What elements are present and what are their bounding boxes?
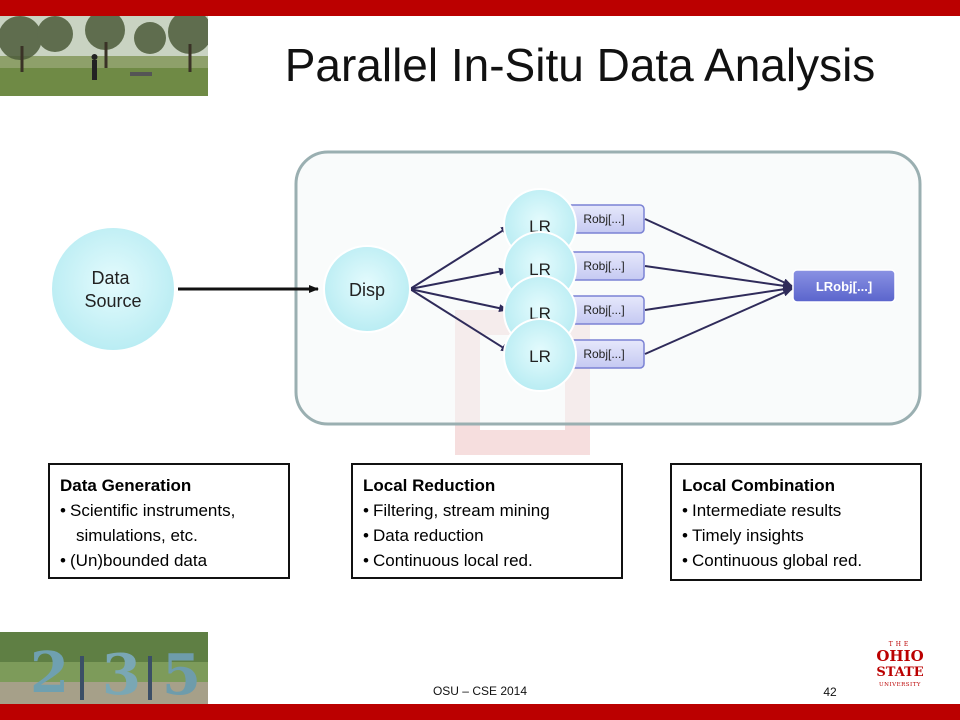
local-reduction-box: Local Reduction Filtering, stream mining… [351, 463, 623, 579]
robj-label-4: Robj[...] [583, 347, 624, 361]
combine-arrow-4 [644, 288, 793, 355]
reducer-label-2: LR [529, 260, 551, 279]
local-combination-item: Timely insights [682, 523, 910, 548]
data-generation-item: (Un)bounded data [60, 548, 278, 573]
reducer-label-4: LR [529, 347, 551, 366]
local-reduction-item: Data reduction [363, 523, 611, 548]
data-source-label-line-2: Source [84, 291, 141, 311]
reducer-label-1: LR [529, 217, 551, 236]
footer-text: OSU – CSE 2014 [432, 684, 528, 698]
data-source-label-line-1: Data [91, 268, 130, 288]
dispatcher-node: Disp [323, 245, 411, 333]
logo-line-university: UNIVERSITY [879, 682, 921, 688]
local-combination-item: Intermediate results [682, 498, 910, 523]
robj-label-3: Robj[...] [583, 303, 624, 317]
photo-digit-two: 2 [30, 640, 69, 704]
data-generation-item-continuation: simulations, etc. [76, 526, 198, 545]
data-generation-item: Scientific instruments, simulations, etc… [60, 498, 278, 548]
data-source-node: Data Source [50, 226, 176, 352]
campus-photo-top [0, 16, 208, 96]
local-reduction-item: Filtering, stream mining [363, 498, 611, 523]
local-combination-item: Continuous global red. [682, 548, 910, 573]
local-combination-box: Local Combination Intermediate results T… [670, 463, 922, 581]
logo-line-ohio: OHIO [876, 647, 923, 665]
robj-label-2: Robj[...] [583, 259, 624, 273]
combine-arrow-2 [644, 265, 793, 290]
data-generation-box: Data Generation Scientific instruments, … [48, 463, 290, 579]
dispatch-arrow-1 [409, 225, 511, 290]
reducer-label-3: LR [529, 304, 551, 323]
campus-photo-bottom: 2 3 5 [0, 632, 208, 704]
logo-line-the: THE [889, 641, 912, 648]
logo-line-state: STATE [876, 665, 923, 680]
page-number: 42 [823, 685, 837, 699]
photo-digit-three: 3 [102, 642, 141, 704]
data-generation-list: Scientific instruments, simulations, etc… [60, 498, 278, 573]
local-reduction-item: Continuous local red. [363, 548, 611, 573]
combined-object-label: LRobj[...] [816, 279, 872, 294]
data-generation-heading: Data Generation [60, 476, 192, 495]
local-reduction-list: Filtering, stream mining Data reduction … [363, 498, 611, 573]
local-combination-list: Intermediate results Timely insights Con… [682, 498, 910, 573]
dispatcher-label: Disp [349, 280, 385, 300]
dispatch-arrow-2 [409, 267, 509, 290]
dispatch-arrow-3 [409, 288, 509, 313]
photo-digit-five: 5 [162, 642, 201, 704]
top-brand-bar [0, 0, 960, 16]
local-combination-heading: Local Combination [682, 476, 835, 495]
combined-object-box: LRobj[...] [792, 269, 896, 303]
dispatch-arrow-4 [409, 288, 511, 353]
combine-arrow-3 [644, 285, 793, 311]
robj-label-1: Robj[...] [583, 212, 624, 226]
local-reduction-heading: Local Reduction [363, 476, 496, 495]
combine-arrow-1 [644, 218, 793, 287]
reducer-node-4: LR [503, 318, 577, 392]
slide-title: Parallel In-Situ Data Analysis [284, 39, 876, 91]
data-source-label: Data Source [84, 268, 141, 311]
bottom-brand-bar [0, 704, 960, 720]
university-logo: THE OHIO STATE UNIVERSITY [876, 639, 924, 689]
data-generation-item-text: Scientific instruments, [70, 501, 236, 520]
